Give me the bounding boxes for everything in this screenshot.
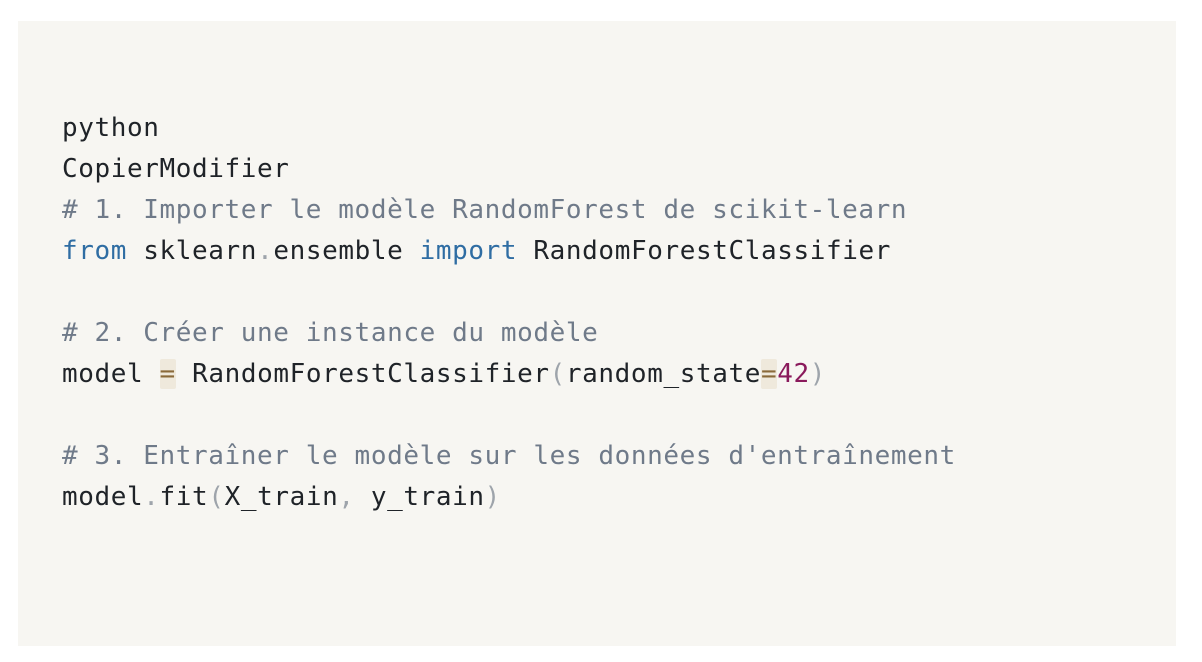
code-block: python CopierModifier # 1. Importer le m… <box>18 21 1176 646</box>
paren-close: ) <box>809 359 827 389</box>
code-line-1: # 1. Importer le modèle RandomForest de … <box>62 190 1176 231</box>
code-language-label: python <box>62 108 1176 149</box>
code-line-2: from sklearn.ensemble import RandomFores… <box>62 231 1176 272</box>
copy-edit-actions[interactable]: CopierModifier <box>62 154 290 184</box>
comma: , <box>338 482 355 512</box>
method-name: fit <box>159 482 209 512</box>
object-name: model <box>62 482 144 512</box>
argument: y_train <box>370 482 485 512</box>
code-line-5: # 3. Entraîner le modèle sur les données… <box>62 436 1176 477</box>
assign-operator: = <box>760 359 778 389</box>
code-comment: # 2. Créer une instance du modèle <box>62 318 599 348</box>
variable-name: model <box>62 359 144 389</box>
paren-close: ) <box>484 482 501 512</box>
module-name: ensemble <box>273 236 404 266</box>
keyword-import: import <box>419 236 518 266</box>
assign-operator: = <box>159 359 176 389</box>
code-line-blank <box>62 395 1176 436</box>
param-name: random_state <box>565 359 761 389</box>
number-literal: 42 <box>777 359 810 389</box>
code-line-blank <box>62 272 1176 313</box>
code-line-3: # 2. Créer une instance du modèle <box>62 313 1176 354</box>
language-label: python <box>62 113 160 143</box>
paren-open: ( <box>208 482 225 512</box>
code-actions[interactable]: CopierModifier <box>62 149 1176 190</box>
imported-class: RandomForestClassifier <box>533 236 891 266</box>
dot-operator: . <box>143 482 160 512</box>
code-comment: # 1. Importer le modèle RandomForest de … <box>62 195 908 225</box>
code-line-4: model = RandomForestClassifier(random_st… <box>62 354 1176 395</box>
keyword-from: from <box>62 236 128 266</box>
code-line-6: model.fit(X_train, y_train) <box>62 477 1176 518</box>
class-name: RandomForestClassifier <box>192 359 550 389</box>
module-name: sklearn <box>143 236 258 266</box>
argument: X_train <box>224 482 339 512</box>
dot-operator: . <box>257 236 274 266</box>
paren-open: ( <box>549 359 566 389</box>
code-comment: # 3. Entraîner le modèle sur les données… <box>62 441 956 471</box>
